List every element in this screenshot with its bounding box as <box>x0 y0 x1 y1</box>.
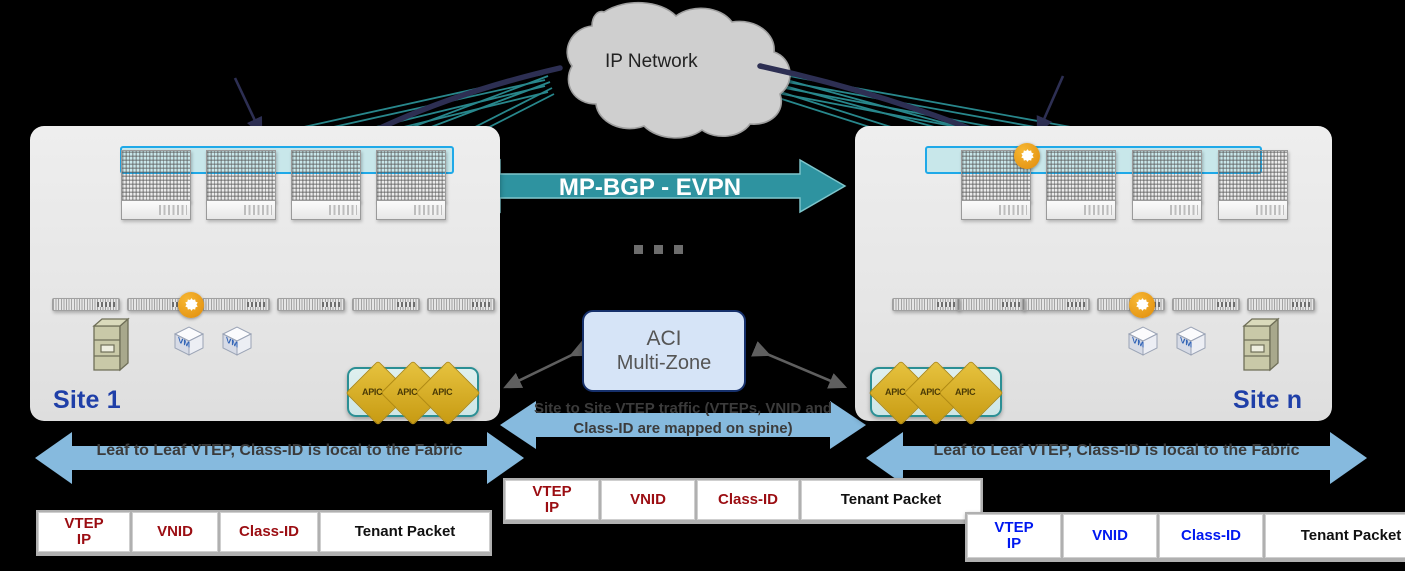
leaf-to-leaf-arrow-siten <box>866 432 1367 484</box>
packet-left-field-1: VNID <box>132 512 218 552</box>
site-1-spine-2 <box>206 150 276 220</box>
ingress-arrow-site1 <box>233 77 263 136</box>
site-1-leaf-3 <box>202 298 270 311</box>
site-n-apic-label-2: APIC <box>920 387 941 397</box>
site-1-server-icon <box>92 317 130 372</box>
site-n-spine-3 <box>1132 150 1202 220</box>
site-1-spine-1 <box>121 150 191 220</box>
site-n-server-icon <box>1242 317 1280 372</box>
ip-network-label: IP Network <box>605 51 698 72</box>
site-to-site-arrow <box>500 401 866 449</box>
site-1-leaf-gear-icon <box>178 292 204 318</box>
site-n-leaf-6 <box>1247 298 1315 311</box>
site-n-leaf-5 <box>1172 298 1240 311</box>
site-1-leaf-1 <box>52 298 120 311</box>
site-1-leaf-4 <box>277 298 345 311</box>
leaf-to-leaf-arrow-site1 <box>35 432 524 484</box>
site-n-spine-gear-icon <box>1014 143 1040 169</box>
packet-right-field-2: Class-ID <box>1159 514 1263 558</box>
site-n-apic-label-1: APIC <box>885 387 906 397</box>
site-n-leaf-2 <box>957 298 1025 311</box>
site-1-apic-cluster: APIC APIC APIC <box>345 360 481 426</box>
site-1-vm-1 <box>173 326 205 356</box>
site-n-leaf-1 <box>892 298 960 311</box>
leaf-to-leaf-label-site1: Leaf to Leaf VTEP, Class-ID is local to … <box>96 442 463 459</box>
site-n-vm-2 <box>1175 326 1207 356</box>
site-to-site-label: Site to Site VTEP traffic (VTEPs, VNID a… <box>533 400 833 438</box>
ellipsis-dot-1 <box>634 245 643 254</box>
site-n-leaf-3 <box>1022 298 1090 311</box>
site-1-spine-4 <box>376 150 446 220</box>
site-n-apic-label-3: APIC <box>955 387 976 397</box>
site-1-apic-label-1: APIC <box>362 387 383 397</box>
site-1-leaf-6 <box>427 298 495 311</box>
packet-left-field-3: Tenant Packet <box>320 512 490 552</box>
site-n-spine-4 <box>1218 150 1288 220</box>
aci-box-subtitle: Multi-Zone <box>616 352 712 374</box>
site-1-apic-label-2: APIC <box>397 387 418 397</box>
site-n-apic-cluster: APIC APIC APIC <box>868 360 1004 426</box>
mp-bgp-evpn-label: MP-BGP - EVPN <box>558 174 742 201</box>
packet-center-field-1: VNID <box>601 480 695 520</box>
ellipsis-dot-2 <box>654 245 663 254</box>
site-1-leaf-5 <box>352 298 420 311</box>
site-n-label: Site n <box>1233 386 1303 414</box>
site-n-vm-1 <box>1127 326 1159 356</box>
leaf-to-leaf-label-siten: Leaf to Leaf VTEP, Class-ID is local to … <box>933 442 1300 459</box>
site-1-apic-label-3: APIC <box>432 387 453 397</box>
site-n-spine-1 <box>961 150 1031 220</box>
site-1-spine-3 <box>291 150 361 220</box>
aci-box-title: ACI <box>646 327 682 350</box>
ip-network-cloud <box>566 1 791 139</box>
aci-multi-zone-box: ACI Multi-Zone <box>582 310 746 392</box>
ingress-arrow-siten <box>1036 75 1065 136</box>
site-1-label: Site 1 <box>53 386 121 414</box>
ellipsis-dot-3 <box>674 245 683 254</box>
leaf-to-leaf-arrows <box>35 401 1367 484</box>
mp-bgp-evpn-arrow <box>453 158 847 214</box>
site-1-vm-2 <box>221 326 253 356</box>
site-n-leaf-gear-icon <box>1129 292 1155 318</box>
packet-right-field-1: VNID <box>1063 514 1157 558</box>
aci-link-arrows <box>503 340 848 389</box>
packet-center-field-3: Tenant Packet <box>801 480 981 520</box>
packet-right-field-3: Tenant Packet <box>1265 514 1405 558</box>
site-n-spine-2 <box>1046 150 1116 220</box>
packet-left-field-2: Class-ID <box>220 512 318 552</box>
packet-center-field-2: Class-ID <box>697 480 799 520</box>
